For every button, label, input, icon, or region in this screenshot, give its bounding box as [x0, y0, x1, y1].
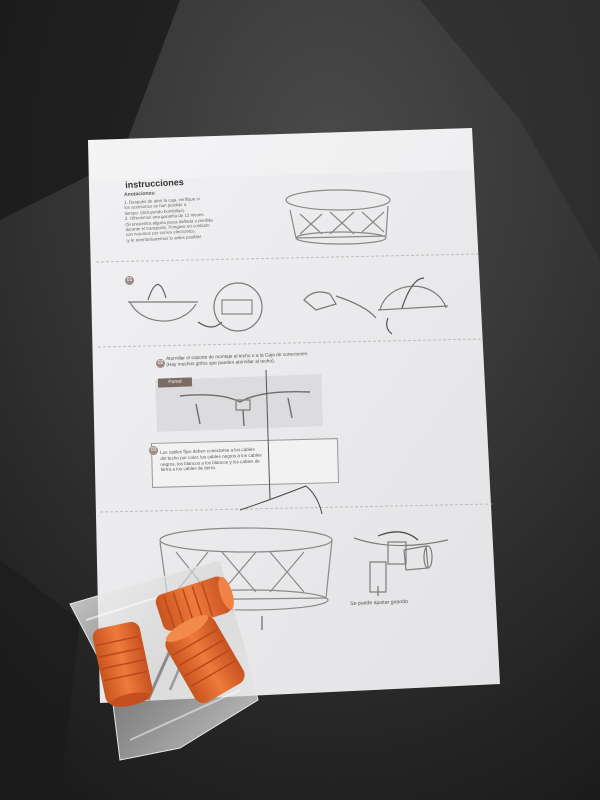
wiring-note-box	[150, 438, 340, 488]
wiring-note-text: Los cables fijos deben conectarse a los …	[160, 446, 262, 473]
wire-nut	[92, 621, 153, 707]
ceiling-light-drawing	[285, 189, 391, 245]
wire-nut	[155, 576, 234, 631]
step2-bracket-diagram	[179, 391, 311, 427]
socket-adjust-diagram	[353, 531, 449, 596]
notes-list: 1. Después de abrir la caja, verifique s…	[124, 195, 214, 243]
step3-badge: 03	[149, 446, 158, 455]
wall-tag: Pared	[157, 377, 193, 388]
step1-badge: 01	[125, 276, 134, 285]
step1-diagram	[128, 277, 449, 335]
step2-badge: 02	[156, 359, 165, 368]
wire-nut	[165, 615, 245, 703]
